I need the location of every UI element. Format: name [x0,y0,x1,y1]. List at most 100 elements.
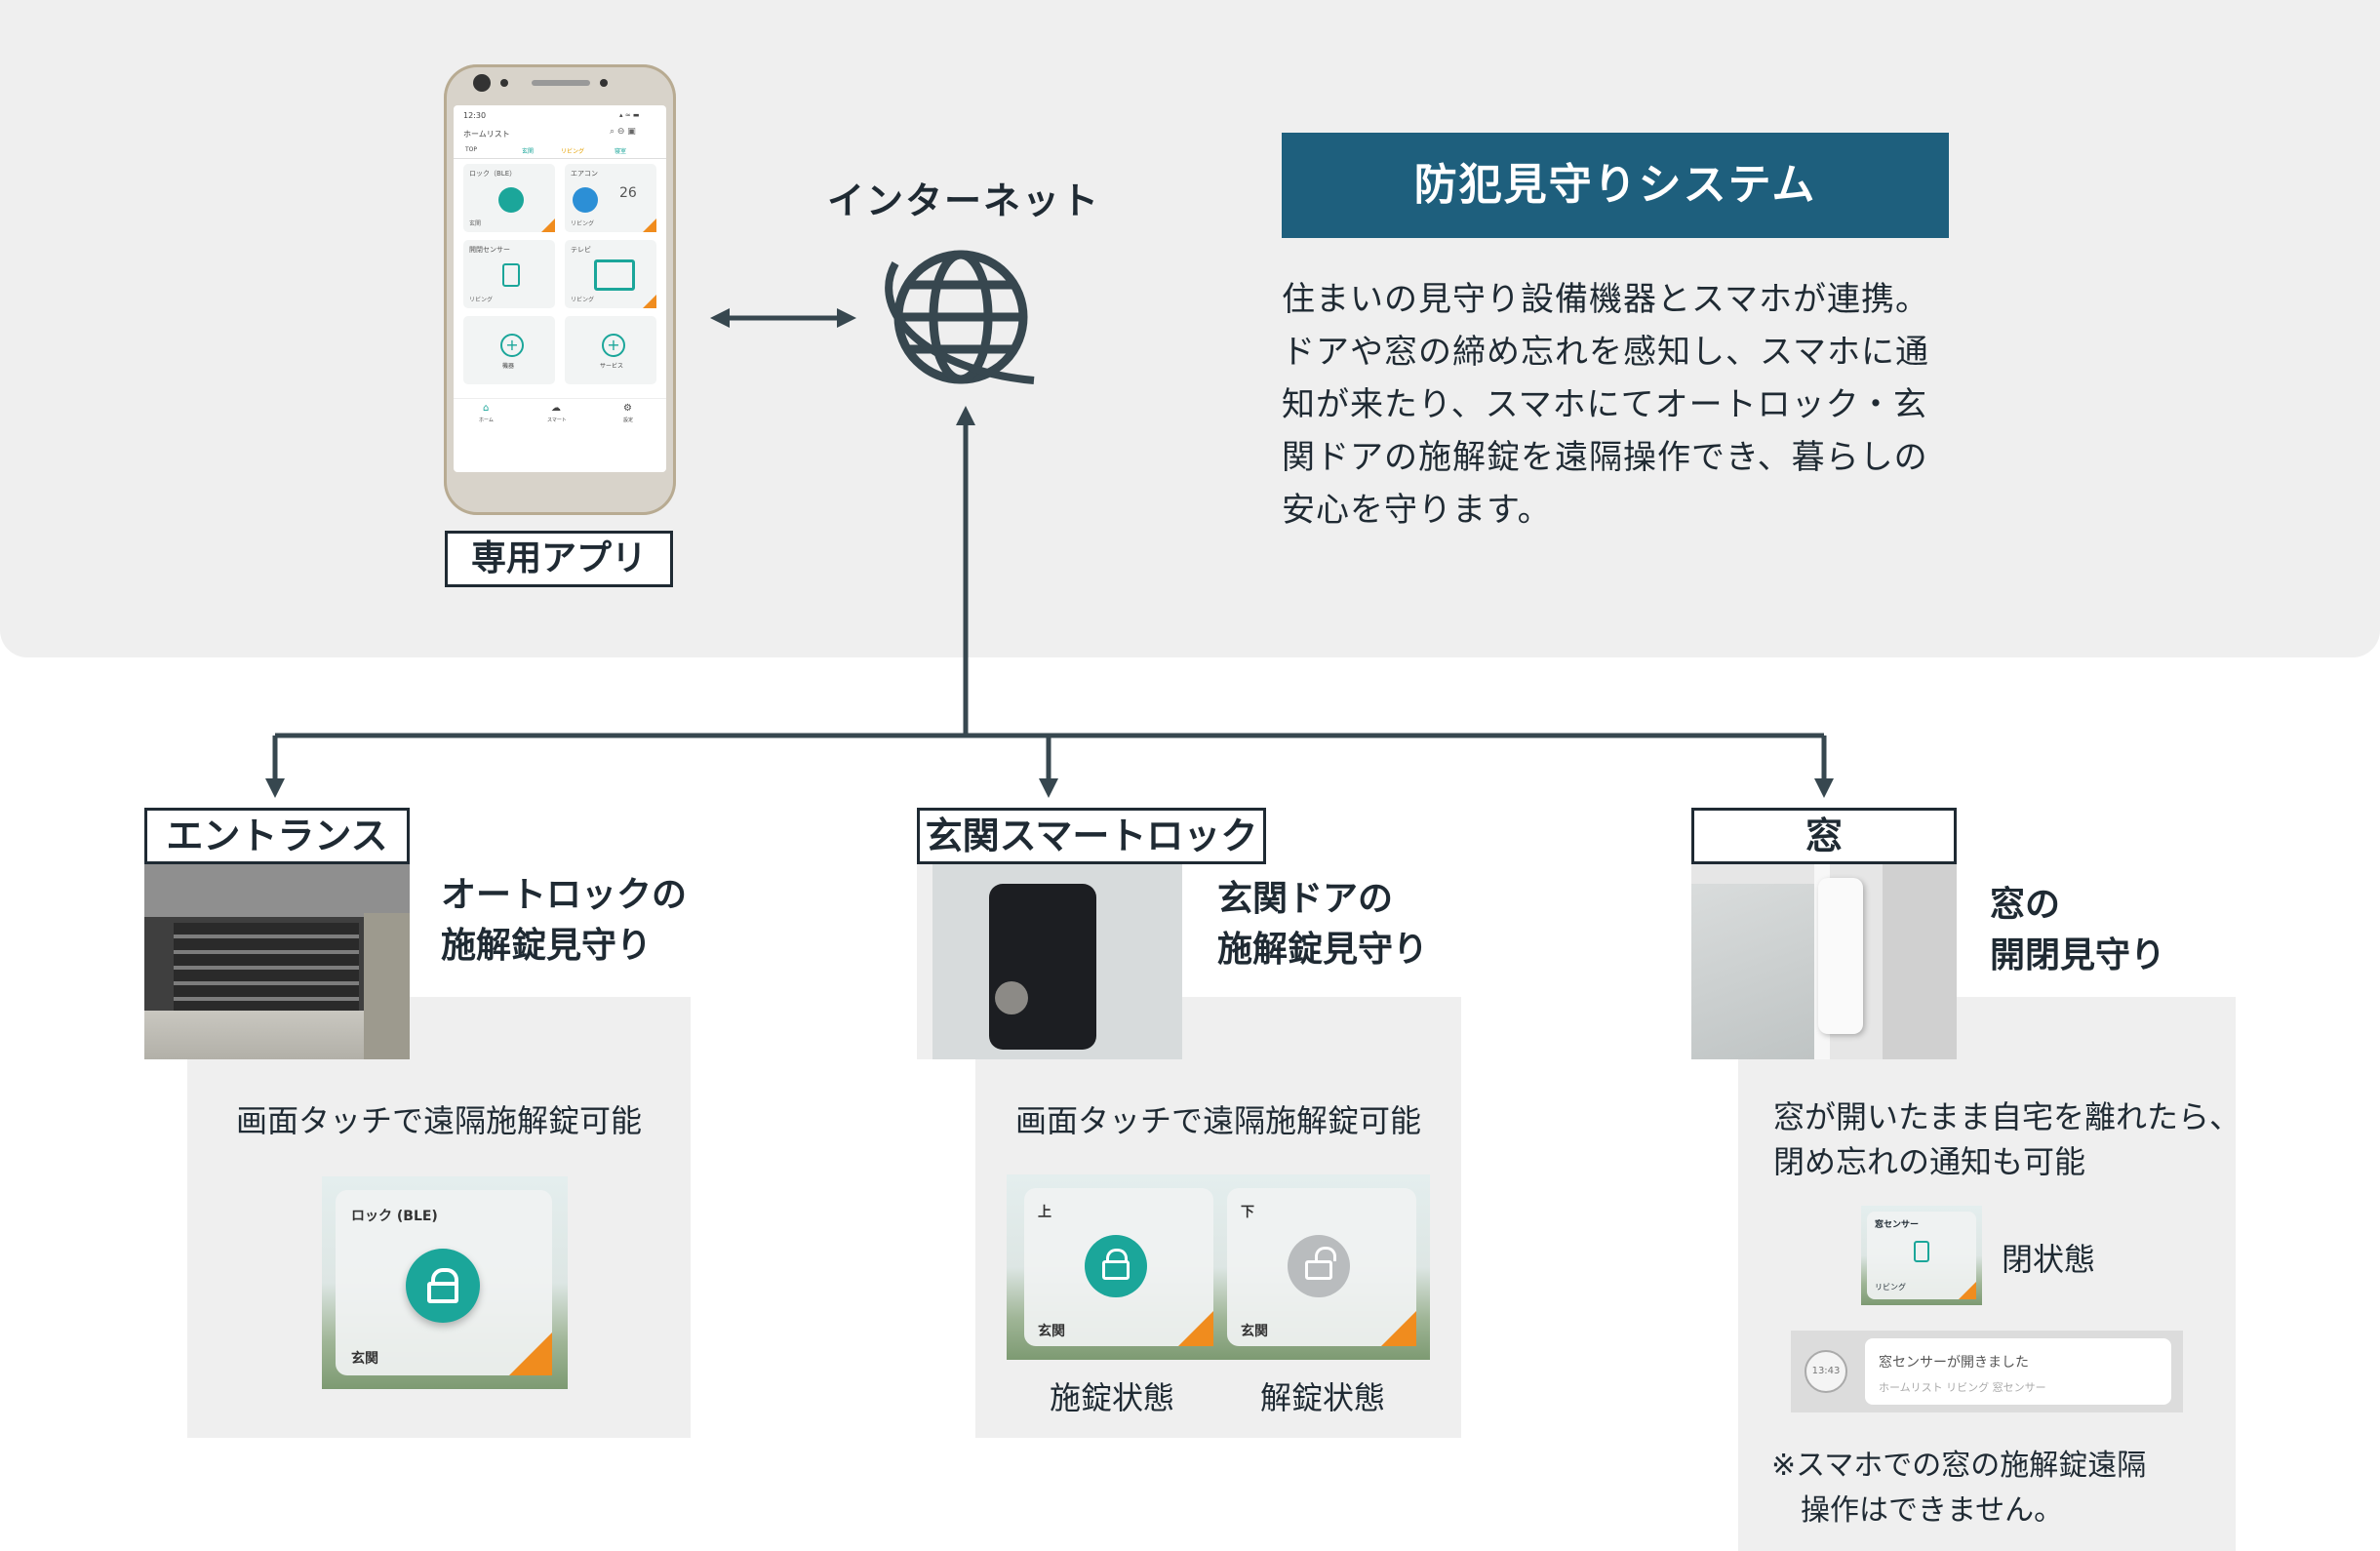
phone-tab[interactable]: TOP [465,146,478,153]
chevron-right-icon[interactable] [1381,1311,1416,1346]
window-card [1738,997,2236,1551]
cloud-icon[interactable]: ☁ [551,403,561,414]
speaker-icon [532,80,590,86]
phone-screen: 12:30 ▴ ≈ ▬ ホームリスト ⌕ ⊖ ▣ TOP 玄関 リビング 寝室 … [454,105,666,472]
status-icons: ▴ ≈ ▬ [619,111,640,119]
window-sensor-tile[interactable]: 窓センサー リビング [1867,1212,1976,1299]
lock-icon [498,187,524,213]
heading-line: 窓の [1990,885,2061,925]
status-time: 12:30 [463,111,487,120]
lock-upper-tile[interactable]: 上 玄関 [1024,1188,1213,1346]
smartlock-screenshot: 上 玄関 下 玄関 [1007,1174,1430,1360]
notification-card[interactable]: 窓センサーが開きました ホームリスト リビング 窓センサー [1865,1338,2171,1405]
lock-body [427,1282,458,1303]
unlock-icon [1288,1235,1350,1297]
window-photo [1691,864,1957,1059]
caption-line: 閉め忘れの通知も可能 [1773,1143,2086,1180]
heading-line: 施解錠見守り [441,926,653,966]
window-heading: 窓の 開閉見守り [1990,880,2165,981]
chevron-right-icon[interactable] [1178,1311,1213,1346]
description-line: 住まいの見守り設備機器とスマホが連携。 [1282,280,1929,319]
tile-lock[interactable]: ロック（BLE） 玄関 [463,164,555,232]
chevron-right-icon[interactable] [509,1332,552,1375]
arrow-head-left [710,308,730,328]
note-line: ※スマホでの窓の施解錠遠隔 [1771,1449,2147,1483]
tile-add-service[interactable]: + サービス [565,316,656,384]
caption-line: 窓が開いたまま自宅を離れたら、 [1773,1098,2241,1135]
tile-label: ロック（BLE） [469,170,517,178]
photo-wall [1883,864,1957,1059]
tile-sub: リビング [571,220,595,227]
photo-glass [1691,884,1814,1059]
nav-smart[interactable]: スマート [547,418,567,423]
gear-icon[interactable]: ⚙ [623,403,632,414]
home-icon[interactable]: ⌂ [483,403,490,414]
sensor-icon [600,79,608,87]
photo-cylinder [995,981,1028,1014]
window-sensor-screenshot: 窓センサー リビング [1861,1206,1982,1305]
lock-lower-tile[interactable]: 下 玄関 [1227,1188,1416,1346]
plus-icon: + [500,334,524,357]
arrow-head-right [837,308,856,328]
phone-header-title: ホームリスト [463,130,510,139]
tile-sub: 機器 [502,363,515,370]
tile-sub: リビング [469,297,494,303]
system-title: 防犯見守りシステム [1282,133,1949,238]
arrow-head-up [956,406,975,425]
tv-icon [594,259,635,291]
description-line: 関ドアの施解錠を遠隔操作でき、暮らしの [1282,438,1928,477]
system-description: 住まいの見守り設備機器とスマホが連携。 ドアや窓の締め忘れを感知し、スマホに通 … [1282,273,1964,537]
tile-sensor[interactable]: 開閉センサー リビング [463,240,555,308]
photo-door-edge [917,864,932,1059]
notification-screenshot: 13:43 窓センサーが開きました ホームリスト リビング 窓センサー [1791,1331,2183,1412]
nav-settings[interactable]: 設定 [623,418,634,423]
description-line: 安心を守ります。 [1282,491,1552,530]
tile-sub: 玄関 [1038,1324,1065,1339]
phone-tab[interactable]: 寝室 [615,148,627,155]
notification-path: ホームリスト リビング 窓センサー [1879,1381,2046,1394]
photo-ceiling [144,864,410,917]
tile-sub: リビング [1875,1283,1906,1292]
phone-tab[interactable]: リビング [561,148,585,155]
internet-label: インターネット [827,179,1101,222]
arrow-head-down [1814,778,1834,798]
sensor-icon [502,263,520,287]
tile-add-device[interactable]: + 機器 [463,316,555,384]
lock-shackle [431,1268,458,1286]
tile-label: 開閉センサー [469,246,510,254]
nav-home[interactable]: ホーム [479,418,494,423]
window-note: ※スマホでの窓の施解錠遠隔 操作はできません。 [1771,1444,2146,1533]
lock-tile[interactable]: ロック (BLE) 玄関 [336,1190,552,1375]
lock-body [1305,1260,1332,1280]
top-panel [0,0,2380,657]
lock-icon [1085,1235,1147,1297]
aircon-temp: 26 [619,185,637,201]
heading-line: 施解錠見守り [1217,930,1429,970]
tile-aircon[interactable]: エアコン 26 リビング [565,164,656,232]
tile-sub: リビング [571,297,595,303]
window-sensor-device [1818,878,1863,1034]
unlocked-state-caption: 解錠状態 [1260,1379,1386,1416]
notification-title: 窓センサーが開きました [1879,1355,2029,1371]
header-icons[interactable]: ⌕ ⊖ ▣ [610,127,636,137]
entrance-heading: オートロックの 施解錠見守り [441,870,687,972]
lock-body [1102,1260,1130,1280]
heading-line: 玄関ドアの [1217,879,1394,919]
phone-tab[interactable]: 玄関 [522,148,535,155]
lock-shackle [1106,1249,1128,1263]
tile-label: 下 [1241,1205,1254,1220]
chevron-right-icon [541,219,555,232]
lock-shackle-open [1315,1247,1336,1261]
camera-icon [473,74,491,92]
window-label: 窓 [1691,808,1957,864]
notification-time: 13:43 [1805,1350,1847,1393]
chevron-right-icon [643,295,656,308]
window-caption: 窓が開いたまま自宅を離れたら、 閉め忘れの通知も可能 [1773,1094,2241,1184]
smartlock-device [989,884,1096,1050]
tile-tv[interactable]: テレビ リビング [565,240,656,308]
tile-sub: 玄関 [1241,1324,1268,1339]
tile-sub: サービス [600,363,624,370]
aircon-icon [573,187,598,213]
tile-sub: 玄関 [469,220,482,227]
